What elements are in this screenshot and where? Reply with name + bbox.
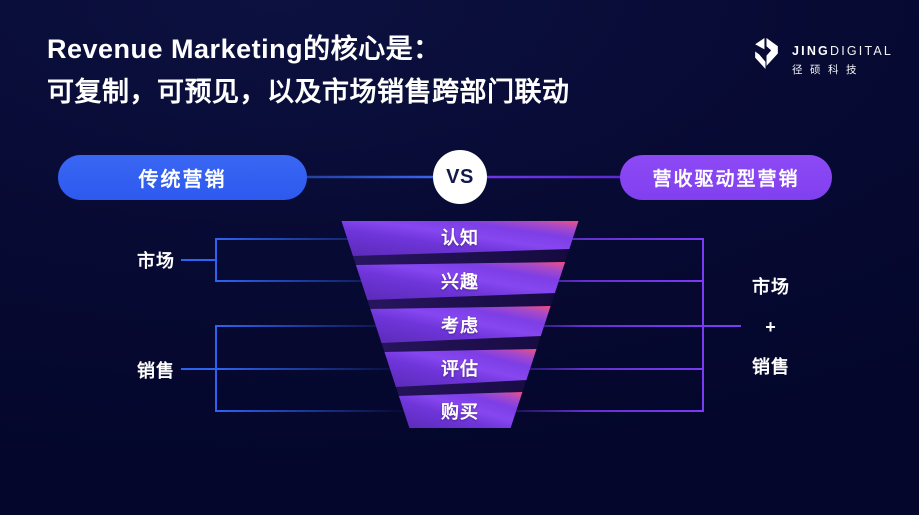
group-label-sales: 销售 [137, 361, 175, 381]
bracket-left-sales [181, 325, 409, 412]
revenue-driven-marketing-pill: 营收驱动型营销 [620, 155, 832, 200]
page-title: Revenue Marketing的核心是： 可复制，可预见，以及市场销售跨部门… [47, 28, 570, 114]
funnel-stage-consideration [370, 306, 551, 343]
funnel-stage-awareness [341, 221, 579, 256]
traditional-marketing-pill: 传统营销 [58, 155, 307, 200]
group-right-line-market: 市场 [752, 277, 790, 297]
stage-label-evaluation: 评估 [441, 359, 479, 379]
vs-label: VS [446, 165, 474, 188]
stage-label-awareness: 认知 [441, 228, 479, 248]
logo-name-cn: 径硕科技 [792, 64, 864, 76]
jingdigital-logo-icon [755, 38, 778, 69]
stage-label-consideration: 考虑 [441, 316, 479, 336]
group-right-line-plus: + [765, 317, 777, 337]
group-label-market-plus-sales: 市场 + 销售 [752, 267, 790, 387]
logo-name-en: JINGDIGITAL [792, 44, 894, 58]
brand-logo: JINGDIGITAL 径硕科技 [753, 37, 893, 77]
funnel-stage-interest [355, 262, 566, 300]
title-line-2: 可复制，可预见，以及市场销售跨部门联动 [47, 77, 570, 107]
group-label-market: 市场 [137, 251, 175, 271]
traditional-marketing-label: 传统营销 [138, 169, 227, 191]
group-right-line-sales: 销售 [752, 357, 790, 377]
revenue-driven-marketing-label: 营收驱动型营销 [652, 169, 800, 190]
stage-label-purchase: 购买 [441, 402, 479, 422]
stage-label-interest: 兴趣 [441, 272, 479, 292]
funnel-stage-evaluation [384, 349, 537, 387]
bracket-left-market [181, 238, 366, 282]
title-line-1: Revenue Marketing的核心是： [47, 34, 441, 64]
bracket-right-market-sales [506, 238, 741, 412]
logo-text: JINGDIGITAL 径硕科技 [792, 37, 893, 77]
funnel-stage-purchase [398, 392, 523, 428]
vs-badge: VS [433, 150, 487, 204]
